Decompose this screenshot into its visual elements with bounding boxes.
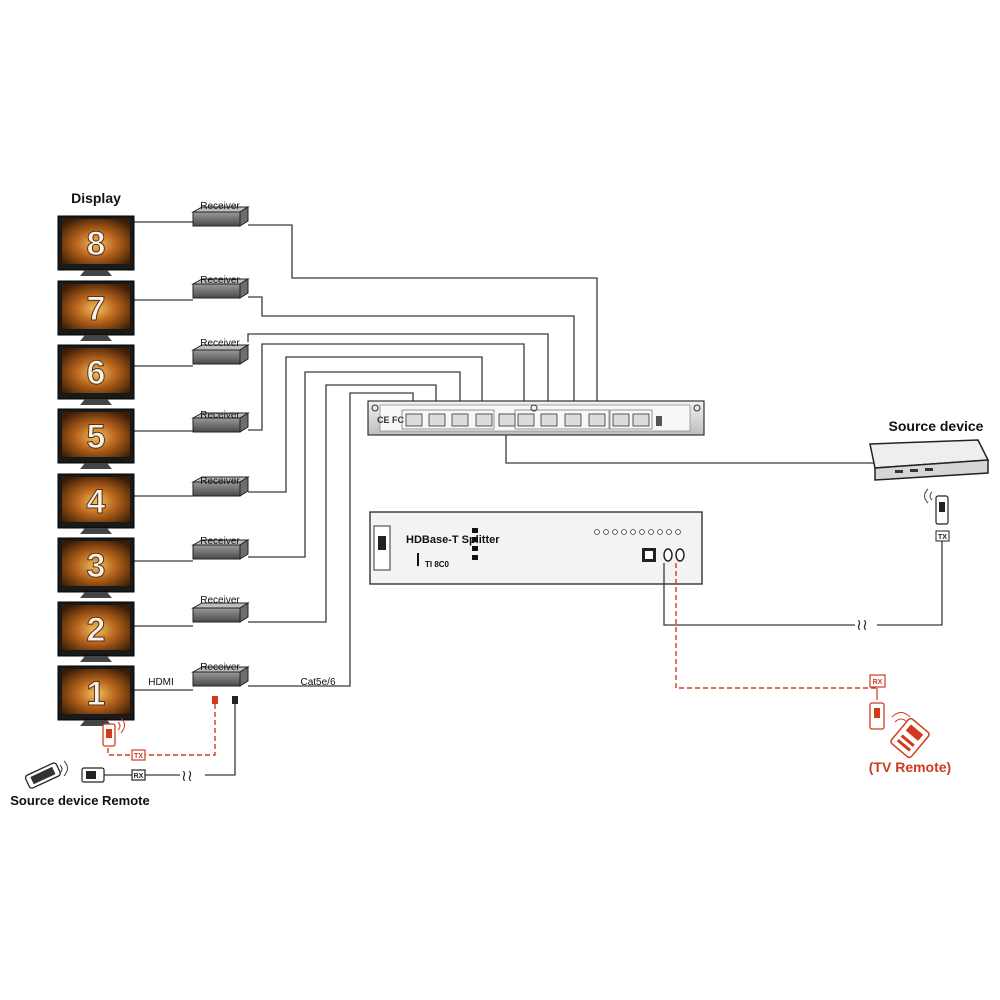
display-title: Display [71, 190, 121, 206]
source-device-remote [24, 762, 61, 789]
splitter-unit [369, 511, 703, 585]
display-tv: 1 [57, 665, 135, 726]
receiver-label: Receiver [200, 662, 240, 673]
receiver-box [191, 278, 250, 299]
receiver-box [191, 539, 250, 560]
source-device-label: Source device [889, 418, 984, 434]
cable-break-mark: ≀≀ [856, 617, 868, 634]
receiver-box [191, 206, 250, 227]
cat-cables [247, 224, 876, 687]
receiver-label: Receiver [200, 275, 240, 286]
receiver-label: Receiver [200, 338, 240, 349]
display-number: 6 [87, 354, 106, 392]
display-tv: 4 [57, 473, 135, 534]
source-remote-label: Source device Remote [10, 793, 149, 808]
svg-text:RX: RX [134, 773, 144, 780]
ir-wave-black [59, 760, 68, 777]
splitter-model: TI 8C0 [425, 560, 450, 569]
svg-text:TX: TX [938, 534, 947, 541]
display-tv: 7 [57, 280, 135, 341]
display-number: 3 [87, 547, 106, 585]
display-group: 8 7 6 5 4 3 2 1 [57, 215, 135, 726]
cable-break-mark-left: ≀≀ [181, 768, 193, 785]
tx-emitter-source: TX [924, 488, 950, 542]
receiver-label: Receiver [200, 595, 240, 606]
receiver-box [191, 476, 250, 497]
source-device [869, 439, 990, 481]
receiver-box [191, 602, 250, 623]
display-tv: 6 [57, 344, 135, 405]
display-number: 8 [87, 225, 106, 263]
ir-wave-red [891, 712, 911, 723]
display-tv: 8 [57, 215, 135, 276]
rx-receiver-left: RX [81, 767, 146, 783]
receiver-box [191, 412, 250, 433]
display-tv: 5 [57, 408, 135, 469]
ir-rx-path [675, 563, 877, 689]
hdmi-label: HDMI [148, 677, 174, 688]
tx-emitter-display: TX [102, 717, 146, 761]
receiver-group [191, 206, 250, 687]
display-tv: 3 [57, 537, 135, 598]
receiver-ir-port [212, 696, 218, 704]
tv-remote-label: (TV Remote) [869, 759, 951, 775]
receiver-label: Receiver [200, 476, 240, 487]
cable-label: Cat5e/6 [300, 677, 335, 688]
receiver-ir-port-2 [232, 696, 238, 704]
rx-receiver-tv-remote: RX [869, 674, 886, 730]
receiver-label: Receiver [200, 201, 240, 212]
display-number: 1 [87, 675, 106, 713]
receiver-label: Receiver [200, 536, 240, 547]
svg-text:TX: TX [134, 753, 143, 760]
display-number: 4 [87, 483, 106, 521]
svg-text:RX: RX [873, 679, 883, 686]
display-number: 2 [87, 611, 106, 649]
svg-text:CE FC: CE FC [377, 415, 405, 425]
ir-extender-cable [663, 540, 943, 626]
ir-tx-path-left [107, 700, 216, 756]
hdmi-cables [134, 221, 193, 691]
tv-remote [890, 717, 930, 759]
receiver-box [191, 344, 250, 365]
splitter-front-panel: CE FC [367, 400, 705, 436]
splitter-name: HDBase-T Splitter [406, 534, 500, 546]
receiver-label: Receiver [200, 410, 240, 421]
display-number: 7 [87, 290, 106, 328]
display-number: 5 [87, 418, 106, 456]
display-tv: 2 [57, 601, 135, 662]
receiver-box [191, 666, 250, 687]
